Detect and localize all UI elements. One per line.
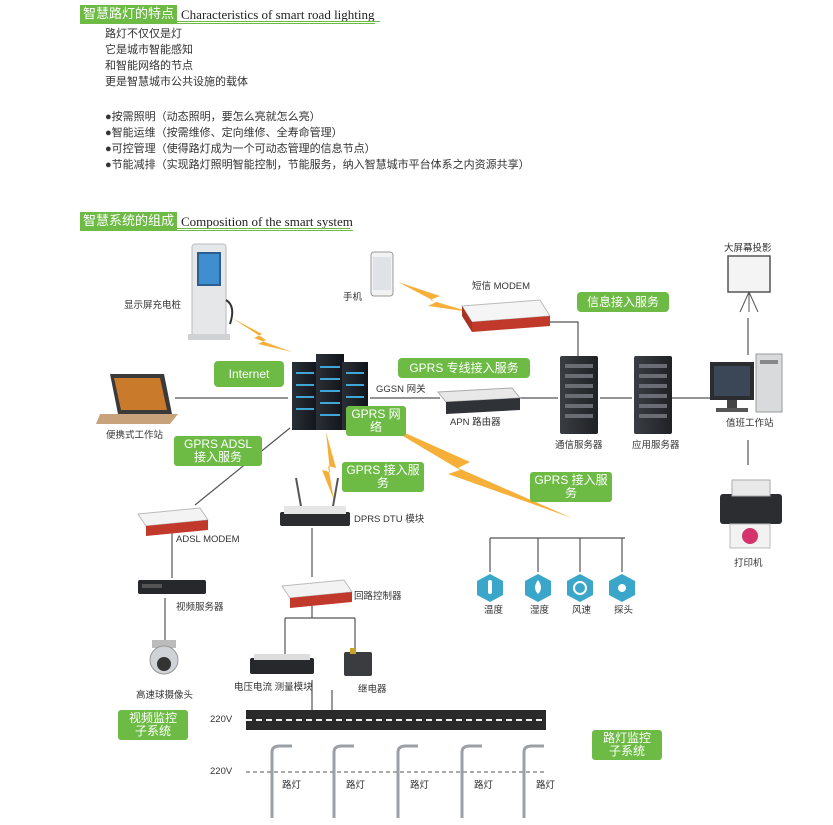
link-pile-center (232, 318, 292, 352)
section2-header: 智慧系统的组成 Composition of the smart system (80, 211, 353, 231)
gprs-access-badge-2: GPRS 接入服务 (530, 472, 612, 502)
gprs-network-badge: GPRS 网络 (346, 406, 406, 436)
section2-title-en: Composition of the smart system (177, 213, 353, 231)
projector-label: 大屏幕投影 (724, 243, 772, 254)
intro-line-1: 路灯不仅仅是灯 (105, 28, 182, 40)
charging-pile-device (188, 243, 234, 340)
street-lamp-1 (270, 744, 292, 818)
laptop-label: 便携式工作站 (106, 430, 164, 441)
bullet-2: ●智能运维（按需维修、定向维修、全寿命管理） (105, 127, 343, 139)
sensor-label-humidity: 湿度 (530, 605, 550, 616)
section1-title-en: Characteristics of smart road lighting (177, 6, 375, 24)
relay-device (344, 648, 372, 676)
comm-server-label: 通信服务器 (555, 440, 603, 451)
apn-router-device (437, 387, 521, 414)
adsl-modem-device (137, 507, 209, 536)
internet-badge: Internet (214, 361, 284, 387)
charging-pile-label: 显示屏充电桩 (124, 300, 182, 311)
sensor-label-probe: 探头 (614, 605, 634, 616)
sensor-label-wind: 风速 (572, 605, 592, 616)
gprs-access-badge-1: GPRS 接入服务 (342, 462, 424, 492)
wind-icon (567, 574, 593, 602)
phone-label: 手机 (343, 292, 363, 303)
printer-device (720, 479, 782, 549)
bullet-4: ●节能减排（实现路灯照明智能控制，节能服务，纳入智慧城市平台体系之内资源共享） (105, 159, 530, 171)
street-lamp-2 (332, 744, 354, 818)
comm-server-device (560, 356, 598, 434)
gprs-dedicated-badge: GPRS 专线接入服务 (398, 358, 530, 378)
apn-router-label: APN 路由器 (450, 417, 501, 428)
street-lamp-label-1: 路灯 (282, 780, 302, 791)
gprs-adsl-badge: GPRS ADSL 接入服务 (174, 436, 262, 466)
app-server-label: 应用服务器 (632, 440, 680, 451)
street-lamp-3 (396, 744, 418, 818)
street-lamp-label-2: 路灯 (346, 780, 366, 791)
measure-module-label: 电压电流 测量模块 (234, 682, 313, 693)
street-lamp-4 (460, 744, 482, 818)
intro-line-2: 它是城市智能感知 (105, 44, 193, 56)
dome-camera-label: 高速球摄像头 (136, 690, 194, 701)
intro-line-3: 和智能网络的节点 (105, 60, 193, 72)
connection-lines (164, 318, 749, 719)
printer-label: 打印机 (734, 558, 763, 569)
relay-label: 继电器 (358, 684, 387, 695)
video-server-device (138, 580, 206, 594)
street-lamp-label-3: 路灯 (410, 780, 430, 791)
loop-controller-label: 回路控制器 (354, 591, 402, 602)
section2-title-zh: 智慧系统的组成 (80, 212, 178, 231)
link-phone-modem (398, 282, 470, 312)
link-center-sensors (376, 420, 572, 518)
street-subsystem-badge: 路灯监控 子系统 (592, 730, 662, 760)
app-server-device (634, 356, 672, 434)
ggsn-label: GGSN 网关 (376, 384, 426, 395)
projector-device (727, 255, 771, 313)
measure-module-device (250, 654, 314, 674)
loop-controller-device (281, 579, 353, 608)
sms-modem-label: 短信 MODEM (472, 281, 531, 292)
voltage-label-b: 220V (210, 766, 233, 777)
adsl-modem-label: ADSL MODEM (176, 534, 240, 545)
dtu-label: DPRS DTU 模块 (354, 514, 425, 525)
dtu-module-device (280, 477, 350, 526)
section1-underline (80, 21, 380, 22)
phone-device (370, 251, 394, 297)
line-center-adsl (194, 427, 291, 506)
link-center-dtu (322, 432, 336, 500)
street-lamp-5 (522, 744, 544, 818)
duty-workstation-device (710, 353, 783, 413)
voltage-label-a: 220V (210, 714, 233, 725)
video-server-label: 视频服务器 (176, 602, 224, 613)
duty-station-label: 值班工作站 (726, 418, 774, 429)
intro-line-4: 更是智慧城市公共设施的载体 (105, 76, 248, 88)
section1-header: 智慧路灯的特点 Characteristics of smart road li… (80, 4, 375, 24)
sensor-icons (477, 574, 635, 602)
power-line-220v (246, 710, 546, 730)
video-subsystem-badge: 视频监控 子系统 (118, 710, 188, 740)
sms-modem-device (461, 299, 551, 332)
laptop-device (96, 374, 178, 424)
section2-underline (80, 228, 350, 229)
section1-title-zh: 智慧路灯的特点 (80, 5, 178, 24)
street-lamp-label-4: 路灯 (474, 780, 494, 791)
street-lamp-label-5: 路灯 (536, 780, 556, 791)
bullet-3: ●可控管理（使得路灯成为一个可动态管理的信息节点） (105, 143, 376, 155)
sensor-label-temp: 温度 (484, 605, 504, 616)
wireless-links (232, 282, 572, 518)
info-access-badge: 信息接入服务 (577, 292, 669, 312)
dome-camera-device (149, 640, 179, 675)
bullet-1: ●按需照明（动态照明，要怎么亮就怎么亮） (105, 111, 321, 123)
street-lamps (270, 744, 544, 818)
